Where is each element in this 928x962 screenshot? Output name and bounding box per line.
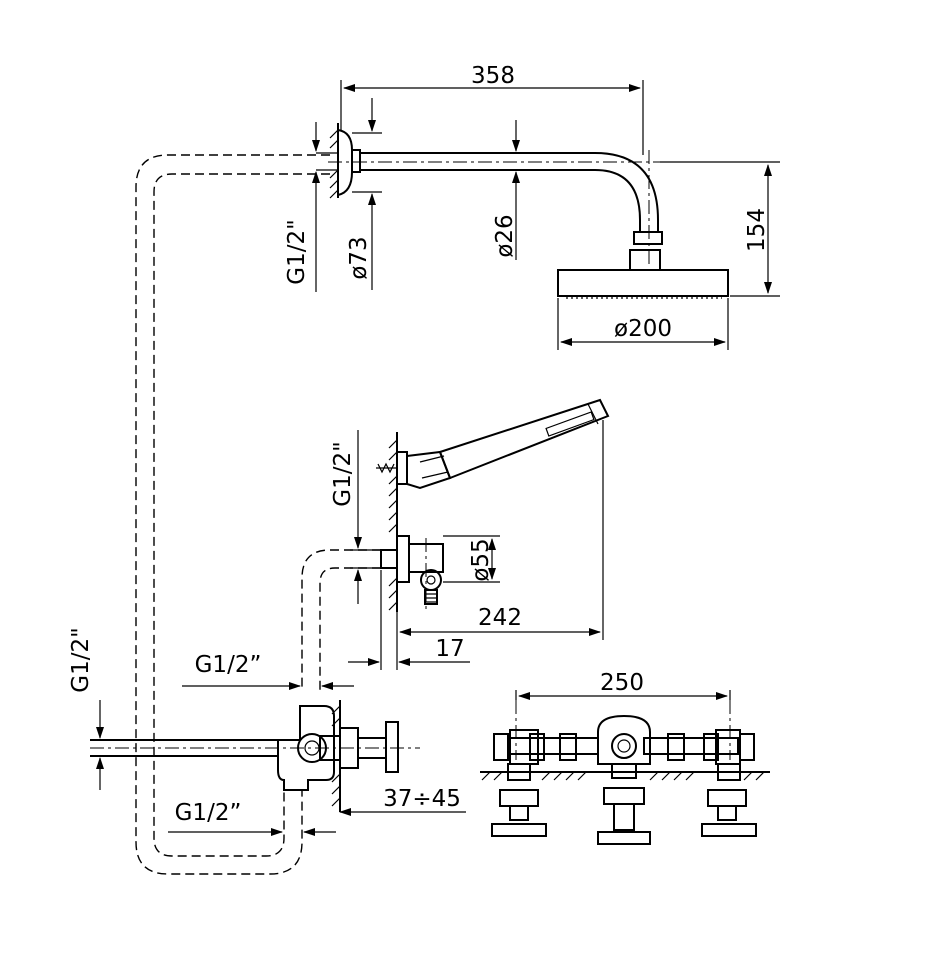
wall-outlet-elbow	[380, 535, 444, 610]
dimension-flange-diameter: ø73	[346, 98, 382, 290]
hand-shower-holder	[376, 450, 452, 490]
dimension-hand-reach: 242	[396, 420, 604, 670]
dimension-mixer-bottom-thread: G1/2”	[168, 800, 336, 836]
dimension-arm-thread: G1/2"	[284, 122, 338, 292]
dimension-mixer-side-thread: G1/2"	[68, 627, 104, 790]
mixer-side-thread-label: G1/2"	[68, 627, 94, 692]
valve-spacing-label: 250	[600, 670, 644, 696]
dimension-mixer-top-thread: G1/2”	[182, 652, 354, 690]
hand-reach-label: 242	[478, 605, 522, 631]
mixer-body	[90, 705, 420, 791]
head-diameter-label: ø200	[614, 316, 672, 342]
outlet-depth-label: 17	[435, 636, 464, 662]
arm-diameter-label: ø26	[492, 214, 518, 257]
dimension-head-diameter: ø200	[557, 298, 729, 350]
dimension-valve-spacing: 250	[515, 670, 731, 700]
arm-length-label: 358	[471, 63, 515, 89]
head-height-label: 154	[744, 208, 770, 252]
mixer-top-thread-label: G1/2”	[195, 652, 262, 678]
mixer-supply-line	[90, 739, 278, 757]
mixer-bottom-thread-label: G1/2”	[175, 800, 242, 826]
wall-depth-label: 37÷45	[383, 786, 461, 812]
shower-head	[557, 231, 729, 299]
hand-pipe-dashed	[301, 549, 381, 690]
wall-section-top	[329, 123, 339, 199]
hand-thread-label: G1/2"	[330, 441, 356, 506]
dimension-arm-diameter: ø26	[492, 120, 520, 260]
hand-shower	[438, 398, 610, 480]
flange-diameter-label: ø73	[346, 236, 372, 279]
arm-thread-label: G1/2"	[284, 219, 310, 284]
dimension-outlet-diameter: ø55	[443, 535, 500, 583]
dimension-head-height: 154	[660, 161, 780, 297]
concealed-pipe	[135, 154, 330, 875]
shower-arm	[328, 129, 780, 268]
dimension-outlet-depth: 17	[348, 570, 470, 670]
dimension-wall-depth: 37÷45	[339, 786, 466, 816]
dimension-hand-thread: G1/2"	[330, 430, 380, 604]
valve-assembly	[480, 700, 770, 845]
outlet-diameter-label: ø55	[468, 538, 494, 581]
wall-section-middle	[388, 432, 398, 612]
dimension-arm-length: 358	[340, 63, 644, 155]
